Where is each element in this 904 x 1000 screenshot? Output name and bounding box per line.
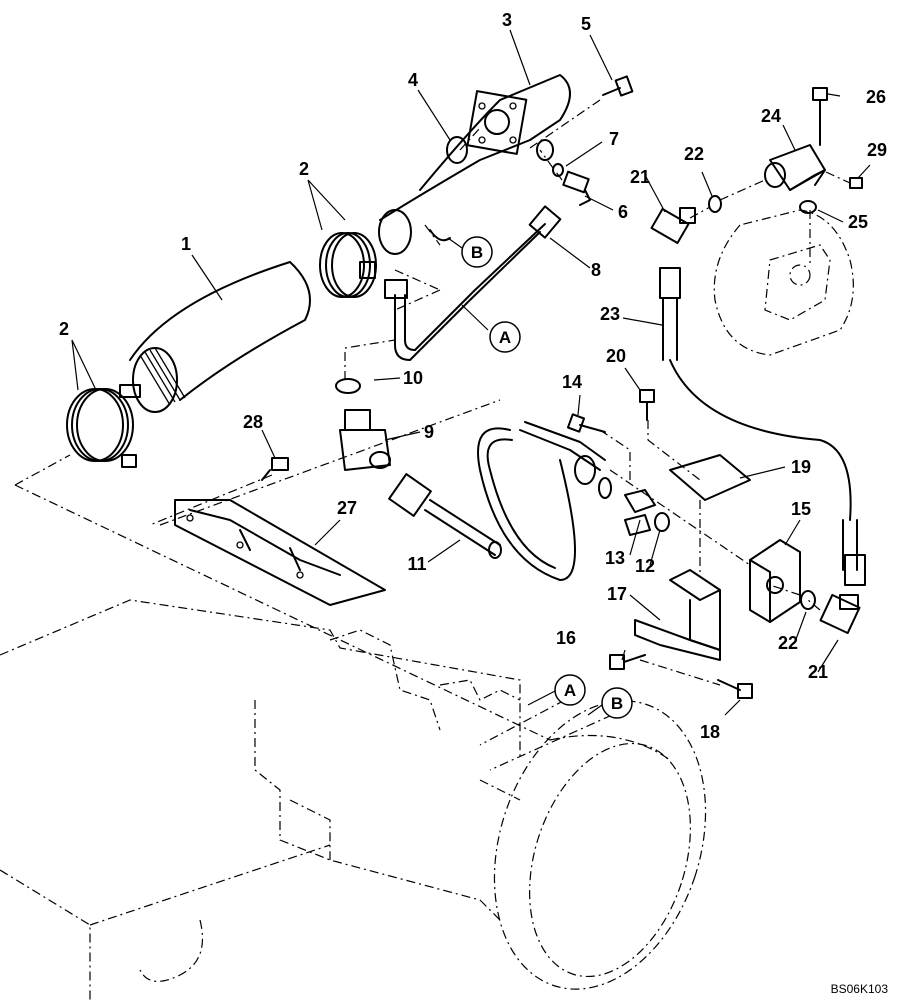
- tee-fitting-part-24: [764, 144, 826, 191]
- o-ring-part-7: [552, 163, 564, 177]
- callout-7: 7: [609, 129, 619, 149]
- callout-15: 15: [791, 499, 811, 519]
- callout-18: 18: [700, 722, 720, 742]
- callout-26: 26: [866, 87, 886, 107]
- clamp-part-2-left: [66, 384, 141, 468]
- callout-22-lower: 22: [778, 633, 798, 653]
- callout-24: 24: [761, 106, 781, 126]
- callout-29: 29: [867, 140, 887, 160]
- plate-part-19: [669, 454, 751, 501]
- valve-block-part-15: [749, 539, 801, 623]
- callout-22-upper: 22: [684, 144, 704, 164]
- callout-4: 4: [408, 70, 418, 90]
- bolt-part-18: [717, 679, 753, 699]
- callout-17: 17: [607, 584, 627, 604]
- elbow-part-21-upper: [650, 207, 696, 245]
- hose-loop: [477, 421, 612, 581]
- hose-part-11: [388, 473, 502, 559]
- ref-circle-a-lower: A: [554, 674, 586, 706]
- ref-circle-a-upper: A: [489, 321, 521, 353]
- split-flange-part-13: [624, 489, 656, 536]
- callout-9: 9: [424, 422, 434, 442]
- callout-14: 14: [562, 372, 582, 392]
- callout-10: 10: [403, 368, 423, 388]
- o-ring-part-22-lower: [800, 590, 816, 610]
- callout-25: 25: [848, 212, 868, 232]
- hose-part-23: [659, 267, 866, 586]
- callout-2-right: 2: [299, 159, 309, 179]
- callout-19: 19: [791, 457, 811, 477]
- callout-27: 27: [337, 498, 357, 518]
- callout-2-left: 2: [59, 319, 69, 339]
- pipe-part-3: [378, 74, 571, 255]
- callout-28: 28: [243, 412, 263, 432]
- o-ring-part-10: [335, 378, 361, 394]
- callout-6: 6: [618, 202, 628, 222]
- o-ring-part-12: [654, 512, 670, 532]
- bolt-part-14: [566, 413, 606, 433]
- o-ring-part-4: [446, 136, 468, 164]
- bolt-part-20: [639, 389, 655, 421]
- connection-lines: [149, 99, 851, 771]
- hose-part-8: [384, 205, 562, 361]
- bracket-part-17: [634, 569, 721, 661]
- svg-text:B: B: [471, 243, 483, 262]
- callout-11: 11: [407, 554, 426, 574]
- callout-5: 5: [581, 14, 591, 34]
- callout-8: 8: [591, 260, 601, 280]
- svg-text:A: A: [499, 328, 511, 347]
- drawing-code: BS06K103: [831, 982, 889, 996]
- bolt-part-5: [602, 75, 634, 97]
- reservoir-outline: [713, 209, 854, 356]
- callout-3: 3: [502, 10, 512, 30]
- hose-part-1: [129, 261, 311, 413]
- callout-21-lower: 21: [808, 662, 828, 682]
- callout-13: 13: [605, 548, 625, 568]
- callout-labels: 1 2 2 3 4 5 7 6 8 9 10 11 12 13 14 15 16…: [59, 10, 887, 742]
- elbow-fitting-part-9: [339, 409, 391, 471]
- fitting-part-6: [562, 170, 591, 206]
- o-ring-part-25: [799, 200, 817, 214]
- leader-lines: [71, 29, 871, 716]
- callout-20: 20: [606, 346, 626, 366]
- ref-circle-b-lower: B: [601, 687, 633, 719]
- bracket-part-27: [174, 499, 386, 606]
- callout-1: 1: [181, 234, 191, 254]
- callout-16: 16: [556, 628, 576, 648]
- ref-circle-b-upper: B: [461, 236, 493, 268]
- callout-12: 12: [635, 556, 655, 576]
- bolt-part-16: [609, 654, 646, 670]
- plug-part-29: [849, 177, 863, 189]
- callout-23: 23: [600, 304, 620, 324]
- bolt-part-28: [261, 457, 289, 481]
- engine-outline: [0, 399, 707, 1000]
- svg-text:A: A: [564, 681, 576, 700]
- svg-text:B: B: [611, 694, 623, 713]
- clamp-part-2-right: [319, 232, 377, 298]
- o-ring-part-22-upper: [708, 195, 722, 213]
- callout-21-upper: 21: [630, 167, 650, 187]
- elbow-part-21-lower: [819, 593, 861, 635]
